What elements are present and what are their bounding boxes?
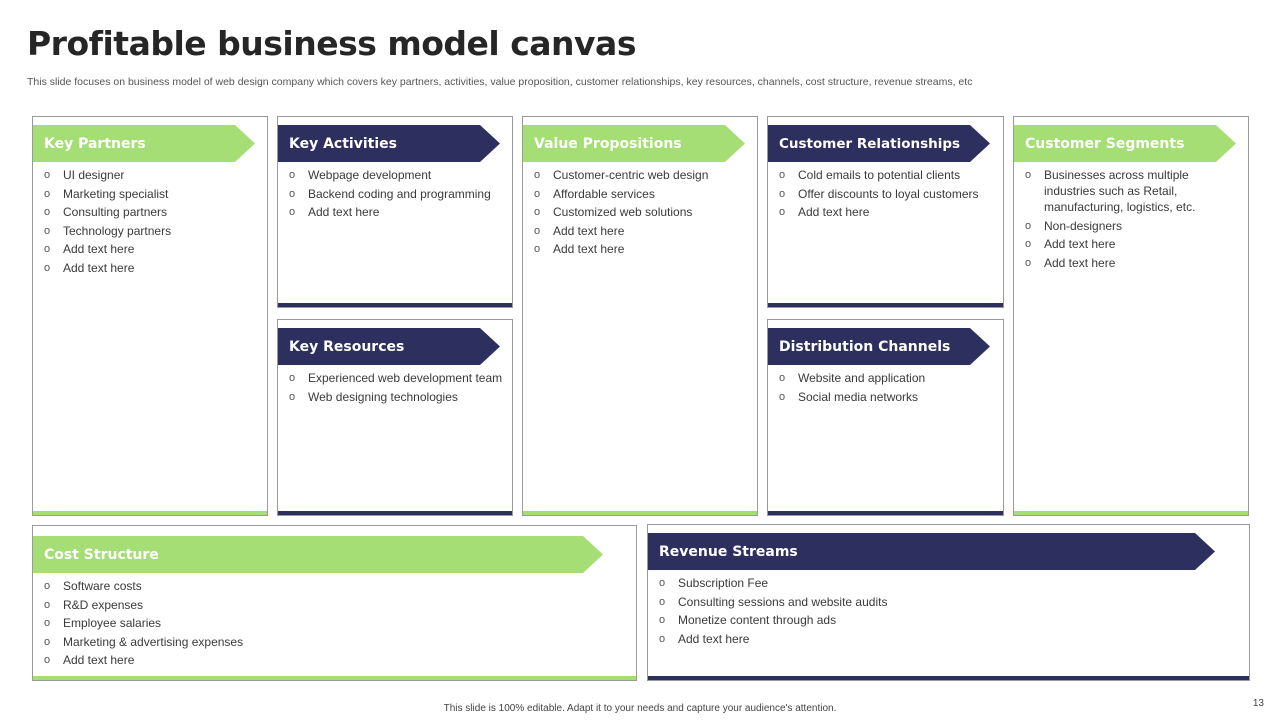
list-item: Marketing specialist <box>44 186 259 202</box>
list-item: Businesses across multiple industries su… <box>1025 167 1240 215</box>
distribution-channels-card: Distribution Channels Website and applic… <box>767 319 1004 516</box>
value-propositions-header: Value Propositions <box>523 125 745 162</box>
list-item: Monetize content through ads <box>659 612 1241 628</box>
key-partners-list: UI designerMarketing specialistConsultin… <box>44 167 259 279</box>
card-accent-bar <box>33 676 636 680</box>
customer-segments-list: Businesses across multiple industries su… <box>1025 167 1240 273</box>
card-accent-bar <box>648 676 1249 680</box>
list-item: Marketing & advertising expenses <box>44 634 628 650</box>
list-item: Add text here <box>44 260 259 276</box>
list-item: Customized web solutions <box>534 204 749 220</box>
list-item: UI designer <box>44 167 259 183</box>
list-item: Social media networks <box>779 389 995 405</box>
list-item: Add text here <box>534 241 749 257</box>
card-accent-bar <box>768 511 1003 515</box>
page-subtitle: This slide focuses on business model of … <box>27 76 973 88</box>
list-item: Non-designers <box>1025 218 1240 234</box>
customer-relationships-list: Cold emails to potential clientsOffer di… <box>779 167 995 223</box>
revenue-streams-list: Subscription FeeConsulting sessions and … <box>659 575 1241 649</box>
card-accent-bar <box>278 303 512 307</box>
key-resources-list: Experienced web development teamWeb desi… <box>289 370 504 407</box>
list-item: Add text here <box>289 204 504 220</box>
key-partners-header: Key Partners <box>33 125 255 162</box>
key-resources-card: Key Resources Experienced web developmen… <box>277 319 513 516</box>
card-accent-bar <box>1014 511 1248 515</box>
cost-structure-list: Software costsR&D expensesEmployee salar… <box>44 578 628 671</box>
key-resources-header: Key Resources <box>278 328 500 365</box>
distribution-channels-list: Website and applicationSocial media netw… <box>779 370 995 407</box>
customer-segments-card: Customer Segments Businesses across mult… <box>1013 116 1249 516</box>
list-item: Customer-centric web design <box>534 167 749 183</box>
customer-relationships-header: Customer Relationships <box>768 125 990 162</box>
list-item: Experienced web development team <box>289 370 504 386</box>
list-item: Consulting partners <box>44 204 259 220</box>
key-activities-list: Webpage developmentBackend coding and pr… <box>289 167 504 223</box>
list-item: Add text here <box>44 241 259 257</box>
customer-relationships-card: Customer Relationships Cold emails to po… <box>767 116 1004 308</box>
list-item: Add text here <box>1025 255 1240 271</box>
page-title: Profitable business model canvas <box>27 24 636 63</box>
list-item: Consulting sessions and website audits <box>659 594 1241 610</box>
list-item: Affordable services <box>534 186 749 202</box>
card-accent-bar <box>33 511 267 515</box>
list-item: Web designing technologies <box>289 389 504 405</box>
page-number: 13 <box>1252 698 1264 709</box>
card-accent-bar <box>278 511 512 515</box>
cost-structure-header: Cost Structure <box>33 536 603 573</box>
list-item: Add text here <box>659 631 1241 647</box>
list-item: Offer discounts to loyal customers <box>779 186 995 202</box>
customer-segments-header: Customer Segments <box>1014 125 1236 162</box>
value-propositions-card: Value Propositions Customer-centric web … <box>522 116 758 516</box>
key-partners-card: Key Partners UI designerMarketing specia… <box>32 116 268 516</box>
list-item: R&D expenses <box>44 597 628 613</box>
list-item: Add text here <box>44 652 628 668</box>
key-activities-card: Key Activities Webpage developmentBacken… <box>277 116 513 308</box>
revenue-streams-header: Revenue Streams <box>648 533 1215 570</box>
cost-structure-card: Cost Structure Software costsR&D expense… <box>32 525 637 681</box>
distribution-channels-header: Distribution Channels <box>768 328 990 365</box>
footer-note: This slide is 100% editable. Adapt it to… <box>443 703 837 714</box>
list-item: Add text here <box>534 223 749 239</box>
revenue-streams-card: Revenue Streams Subscription FeeConsulti… <box>647 524 1250 681</box>
list-item: Software costs <box>44 578 628 594</box>
value-propositions-list: Customer-centric web designAffordable se… <box>534 167 749 260</box>
list-item: Backend coding and programming <box>289 186 504 202</box>
list-item: Add text here <box>1025 236 1240 252</box>
key-activities-header: Key Activities <box>278 125 500 162</box>
list-item: Add text here <box>779 204 995 220</box>
list-item: Subscription Fee <box>659 575 1241 591</box>
card-accent-bar <box>523 511 757 515</box>
list-item: Webpage development <box>289 167 504 183</box>
list-item: Technology partners <box>44 223 259 239</box>
list-item: Website and application <box>779 370 995 386</box>
card-accent-bar <box>768 303 1003 307</box>
list-item: Employee salaries <box>44 615 628 631</box>
list-item: Cold emails to potential clients <box>779 167 995 183</box>
